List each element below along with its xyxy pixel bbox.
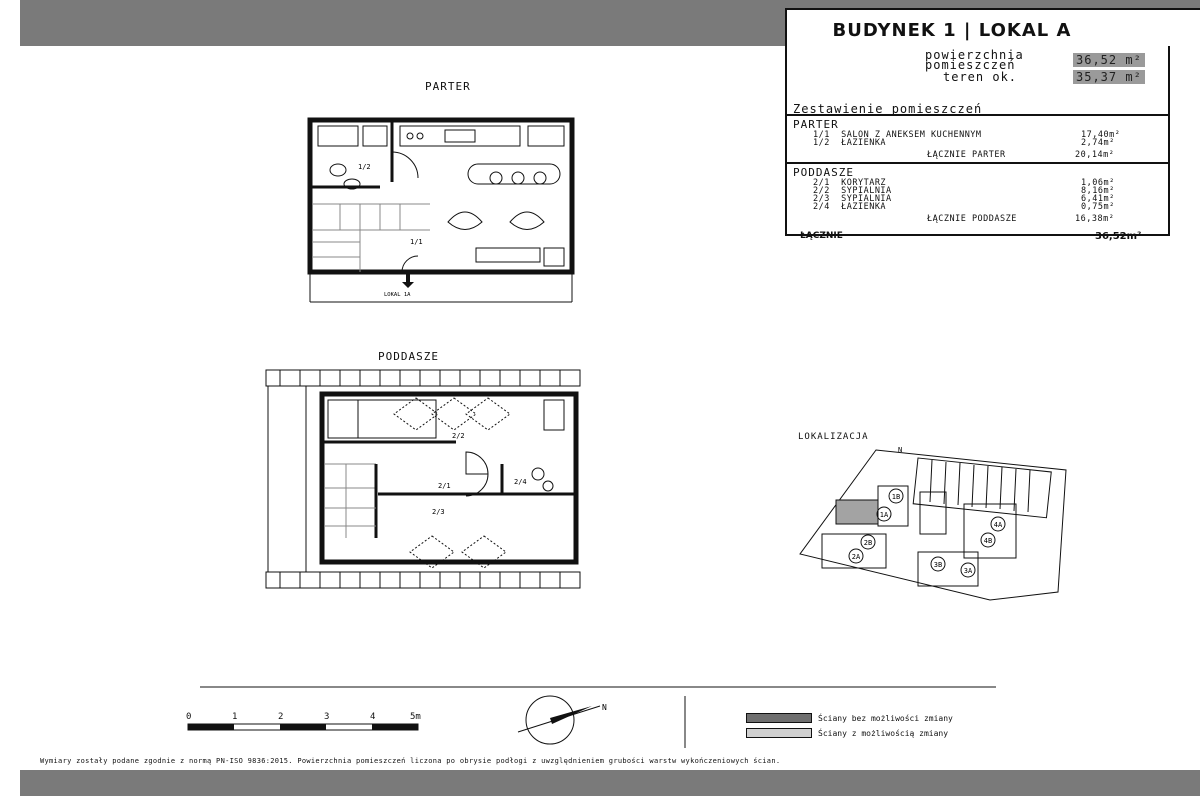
room-tag: 2/3 [432, 508, 445, 516]
unit-label: 2A [852, 553, 861, 561]
parter-heading: PARTER [793, 118, 839, 131]
area-label-2: pomieszczeń [925, 58, 1016, 72]
legend-non-bearing-label: Ściany z możliwością zmiany [818, 729, 949, 738]
room-tag: 2/2 [452, 432, 465, 440]
room-row: 2/4 ŁAZIENKA 0,75m² [813, 202, 1115, 212]
parter-total: ŁĄCZNIE PARTER 20,14m² [927, 150, 1115, 160]
scale-bar [187, 723, 419, 731]
area-summary: powierzchnia pomieszczeń 36,52 m² teren … [787, 46, 1168, 116]
north-marker: N [898, 446, 902, 454]
footnote: Wymiary zostały podane zgodnie z normą P… [40, 757, 781, 765]
poddasze-total: ŁĄCZNIE PODDASZE 16,38m² [927, 214, 1115, 224]
scale-tick: 4 [370, 712, 376, 722]
unit-label: 2B [864, 539, 872, 547]
legend-divider [684, 696, 686, 748]
title-box: BUDYNEK 1 | LOKAL A [785, 8, 1200, 50]
grand-total-label: ŁĄCZNIE [800, 231, 843, 241]
divider-line [200, 686, 996, 688]
poddasze-plan-label: PODDASZE [378, 350, 439, 363]
selected-unit-1a [835, 499, 879, 525]
room-summary-table: powierzchnia pomieszczeń 36,52 m² teren … [785, 46, 1170, 236]
entrance-label: LOKAL 1A [384, 292, 411, 298]
room-tag: 2/4 [514, 478, 527, 486]
unit-label: 4A [994, 521, 1003, 529]
room-tag: 1/1 [410, 238, 423, 246]
area-label-1: powierzchnia [925, 48, 1024, 62]
footer-bar [20, 770, 1200, 796]
scale-tick: 5m [410, 712, 421, 722]
terrain-label: teren ok. [943, 70, 1018, 84]
parter-floor-plan: 1/2 1/1 LOKAL 1A [307, 117, 575, 303]
parter-plan-label: PARTER [425, 80, 471, 93]
poddasze-section: PODDASZE 2/1 KORYTARZ 1,06m² 2/2 SYPIALN… [787, 164, 1168, 234]
compass-north-label: N [602, 703, 607, 712]
scale-tick: 2 [278, 712, 284, 722]
room-row: 1/1 SALON Z ANEKSEM KUCHENNYM 17,40m² [813, 130, 1121, 140]
unit-label: 4B [984, 537, 992, 545]
area-value: 36,52 m² [1073, 53, 1145, 67]
compass-icon: N [517, 695, 607, 745]
unit-label: 1A [880, 511, 889, 519]
location-site-plan: N 1B 1A 4A 4B 2B 2A 3B 3A [799, 446, 1067, 601]
legend-swatch-bearing [746, 713, 812, 723]
room-row: 2/2 SYPIALNIA 8,16m² [813, 186, 1115, 196]
legend-swatch-non-bearing [746, 728, 812, 738]
room-tag: 2/1 [438, 482, 451, 490]
room-row: 1/2 ŁAZIENKA 2,74m² [813, 138, 1115, 148]
room-row: 2/3 SYPIALNIA 6,41m² [813, 194, 1115, 204]
poddasze-heading: PODDASZE [793, 166, 854, 179]
unit-label: 3B [934, 561, 942, 569]
entrance-arrow-icon [402, 274, 414, 288]
rooms-heading: Zestawienie pomieszczeń [793, 102, 983, 116]
poddasze-floor-plan: 2/2 2/1 2/4 2/3 [265, 369, 581, 589]
unit-label: 3A [964, 567, 973, 575]
legend-bearing-label: Ściany bez możliwości zmiany [818, 714, 953, 723]
terrain-value: 35,37 m² [1073, 70, 1145, 84]
scale-tick: 0 [186, 712, 192, 722]
unit-label: 1B [892, 493, 900, 501]
scale-tick: 1 [232, 712, 238, 722]
grand-total-value: 36,52m² [1095, 231, 1142, 242]
room-row: 2/1 KORYTARZ 1,06m² [813, 178, 1115, 188]
room-tag: 1/2 [358, 163, 371, 171]
location-label: LOKALIZACJA [798, 432, 869, 442]
scale-tick: 3 [324, 712, 330, 722]
page-title: BUDYNEK 1 | LOKAL A [832, 20, 1072, 41]
parter-section: PARTER 1/1 SALON Z ANEKSEM KUCHENNYM 17,… [787, 116, 1168, 164]
